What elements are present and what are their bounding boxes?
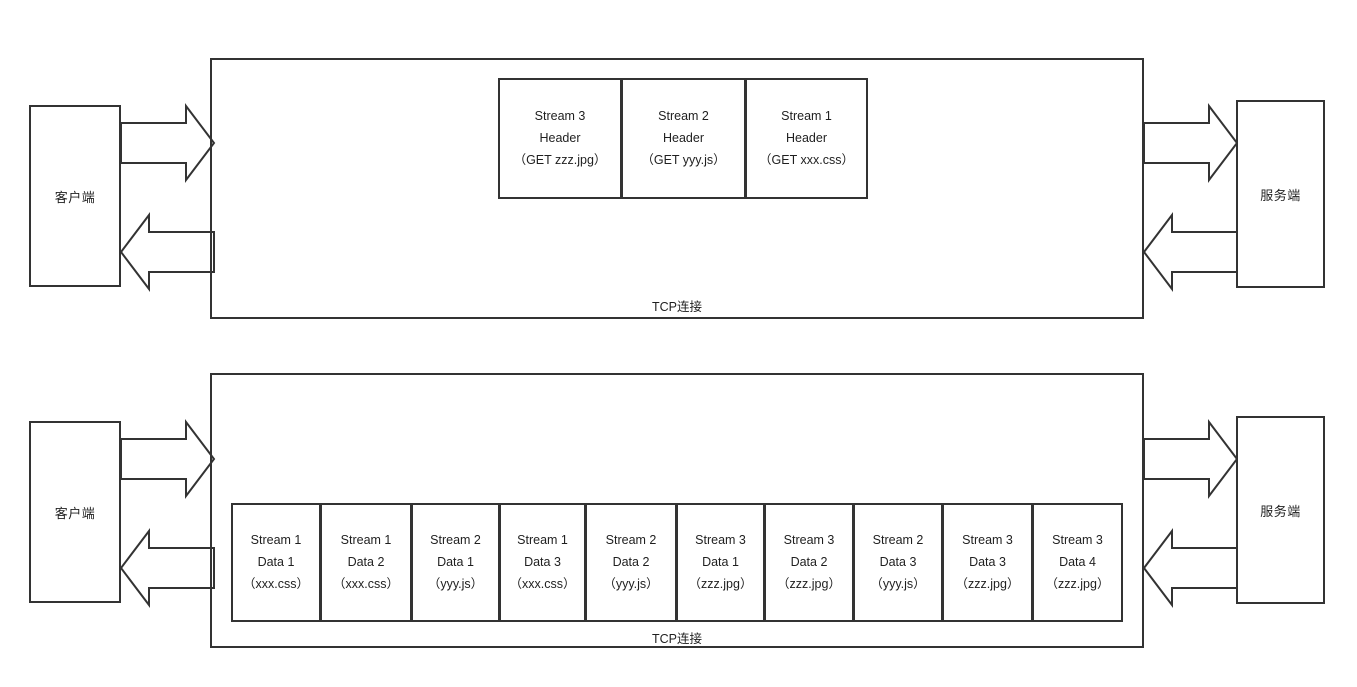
frame-stream-label: Stream 2 [872, 532, 924, 547]
data-frame-cell: Stream 2 Data 1 （yyy.js） [411, 503, 500, 622]
server-box-top: 服务端 [1236, 100, 1325, 288]
frame-stream-label: Stream 3 [1052, 532, 1103, 547]
frame-stream-label: Stream 1 [781, 108, 832, 123]
connection-to-client-arrow-bottom [119, 528, 215, 608]
client-to-connection-arrow-bottom [120, 419, 216, 499]
data-frame-cell: Stream 3 Data 4 （zzz.jpg） [1032, 503, 1123, 622]
frame-detail-label: （zzz.jpg） [688, 577, 753, 592]
header-frame-cell: Stream 1 Header （GET xxx.css） [745, 78, 868, 199]
frame-stream-label: Stream 3 [783, 532, 835, 547]
data-frame-cell: Stream 1 Data 3 （xxx.css） [499, 503, 586, 622]
frame-kind-label: Data 2 [347, 554, 385, 569]
data-frame-cell: Stream 3 Data 3 （zzz.jpg） [942, 503, 1033, 622]
frame-stream-label: Stream 3 [534, 108, 586, 123]
tcp-connection-label-bottom: TCP连接 [651, 632, 702, 646]
header-frame-cell: Stream 2 Header （GET yyy.js） [621, 78, 746, 199]
frame-kind-label: Data 1 [257, 554, 295, 569]
connection-to-client-arrow-top [119, 212, 215, 292]
server-box-bottom: 服务端 [1236, 416, 1325, 604]
data-frame-cell: Stream 2 Data 3 （yyy.js） [853, 503, 943, 622]
frame-stream-label: Stream 1 [250, 532, 302, 547]
frame-kind-label: Data 2 [790, 554, 828, 569]
connection-to-server-arrow-top [1143, 103, 1239, 183]
server-to-connection-arrow-bottom [1142, 528, 1238, 608]
frame-kind-label: Header [663, 130, 704, 145]
frame-stream-label: Stream 2 [605, 532, 657, 547]
frame-detail-label: （xxx.css） [333, 577, 399, 592]
header-frame-cell: Stream 3 Header （GET zzz.jpg） [498, 78, 622, 199]
frame-kind-label: Data 1 [437, 554, 474, 569]
client-label-top: 客户端 [54, 189, 96, 205]
server-to-connection-arrow-top [1142, 212, 1238, 292]
frame-kind-label: Data 3 [524, 554, 561, 569]
frame-stream-label: Stream 1 [340, 532, 392, 547]
frame-detail-label: （zzz.jpg） [955, 577, 1020, 592]
frame-detail-label: （yyy.js） [603, 577, 659, 592]
data-frame-cell: Stream 3 Data 1 （zzz.jpg） [676, 503, 765, 622]
server-label-bottom: 服务端 [1260, 503, 1301, 519]
tcp-connection-label-top: TCP连接 [651, 300, 702, 314]
data-frame-cell: Stream 2 Data 2 （yyy.js） [585, 503, 677, 622]
data-frame-cell: Stream 3 Data 2 （zzz.jpg） [764, 503, 854, 622]
frame-detail-label: （yyy.js） [427, 577, 484, 592]
frame-detail-label: （GET yyy.js） [641, 153, 726, 168]
frame-stream-label: Stream 2 [658, 108, 709, 123]
frame-stream-label: Stream 3 [695, 532, 746, 547]
frame-detail-label: （xxx.css） [243, 577, 309, 592]
client-box-bottom: 客户端 [29, 421, 121, 603]
client-label-bottom: 客户端 [54, 505, 96, 521]
frame-stream-label: Stream 3 [962, 532, 1013, 547]
frame-kind-label: Data 1 [702, 554, 739, 569]
frame-kind-label: Header [786, 130, 827, 145]
frame-detail-label: （GET zzz.jpg） [513, 153, 607, 168]
frame-detail-label: （zzz.jpg） [1045, 577, 1110, 592]
frame-stream-label: Stream 2 [430, 532, 481, 547]
client-to-connection-arrow-top [120, 103, 216, 183]
frame-detail-label: （zzz.jpg） [777, 577, 841, 592]
data-frame-cell: Stream 1 Data 1 （xxx.css） [231, 503, 321, 622]
frame-stream-label: Stream 1 [517, 532, 568, 547]
frame-detail-label: （yyy.js） [870, 577, 926, 592]
frame-detail-label: （GET xxx.css） [759, 153, 854, 168]
tcp-connection-container-bottom [210, 373, 1144, 648]
frame-kind-label: Data 3 [879, 554, 917, 569]
frame-kind-label: Data 3 [969, 554, 1006, 569]
client-box-top: 客户端 [29, 105, 121, 287]
frame-kind-label: Data 2 [612, 554, 650, 569]
connection-to-server-arrow-bottom [1143, 419, 1239, 499]
tcp-connection-container-top [210, 58, 1144, 319]
server-label-top: 服务端 [1260, 187, 1301, 203]
frame-detail-label: （xxx.css） [509, 577, 576, 592]
frame-kind-label: Data 4 [1059, 554, 1096, 569]
frame-kind-label: Header [539, 130, 581, 145]
data-frame-cell: Stream 1 Data 2 （xxx.css） [320, 503, 412, 622]
